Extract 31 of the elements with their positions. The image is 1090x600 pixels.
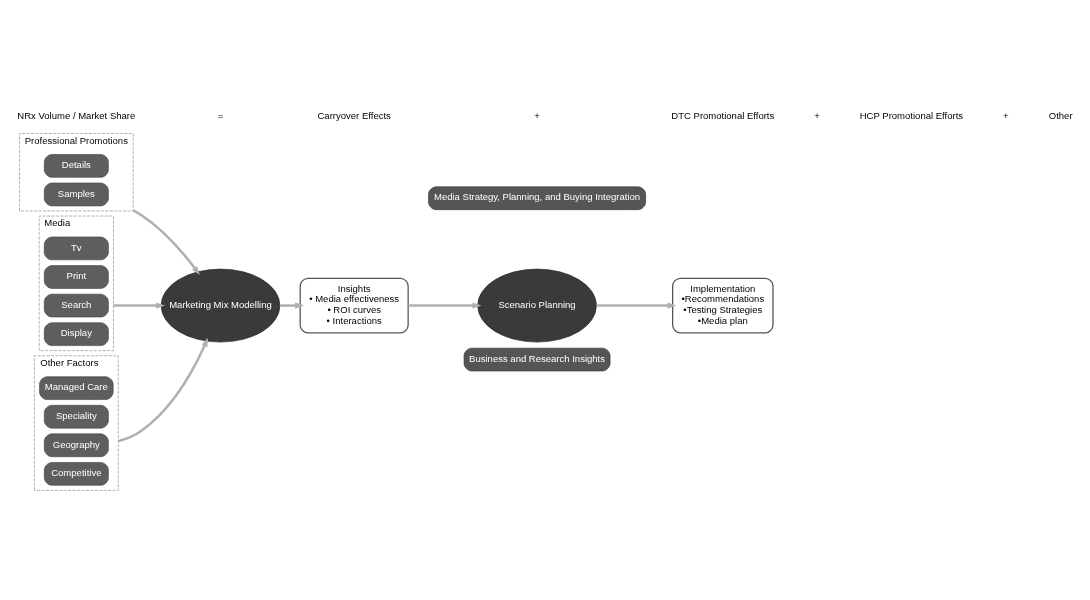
- label: =: [217, 109, 224, 121]
- node-box: Details: [43, 153, 109, 178]
- node-ellipse: Scenario Planning: [477, 268, 597, 342]
- node-box: Insights • Media effectiveness • ROI curves • Interactions: [299, 277, 409, 334]
- node-box: Search: [43, 293, 109, 317]
- node-box: Display: [43, 321, 109, 346]
- label: Other: [1048, 109, 1073, 121]
- node-box: Geography: [43, 433, 109, 457]
- label: DTC Promotional Efforts: [671, 109, 775, 121]
- label: +: [534, 109, 540, 121]
- arrow: [132, 208, 200, 275]
- arrow: [408, 301, 482, 309]
- node-box: Samples: [43, 182, 109, 206]
- arrow: [117, 337, 209, 442]
- arrow: [280, 301, 304, 309]
- node-box: Competitive: [43, 461, 109, 486]
- node-box: Implementation •Recommendations •Testing Strategies •Media plan: [672, 277, 774, 334]
- node-box: Managed Care: [39, 375, 114, 400]
- label: +: [1002, 109, 1009, 121]
- node-box: Print: [43, 264, 109, 289]
- node-ellipse: Marketing Mix Modelling: [160, 268, 281, 342]
- label: HCP Promotional Efforts: [859, 109, 964, 121]
- label: +: [814, 109, 820, 121]
- node-box: Media Strategy, Planning, and Buying Integration: [428, 186, 646, 210]
- label: Carryover Effects: [317, 109, 391, 121]
- arrow: [113, 301, 165, 309]
- node-box: Business and Research Insights: [463, 347, 611, 371]
- arrow: [596, 301, 677, 309]
- node-box: Tv: [43, 236, 109, 260]
- label: NRx Volume / Market Share: [17, 109, 136, 121]
- node-box: Speciality: [43, 404, 109, 428]
